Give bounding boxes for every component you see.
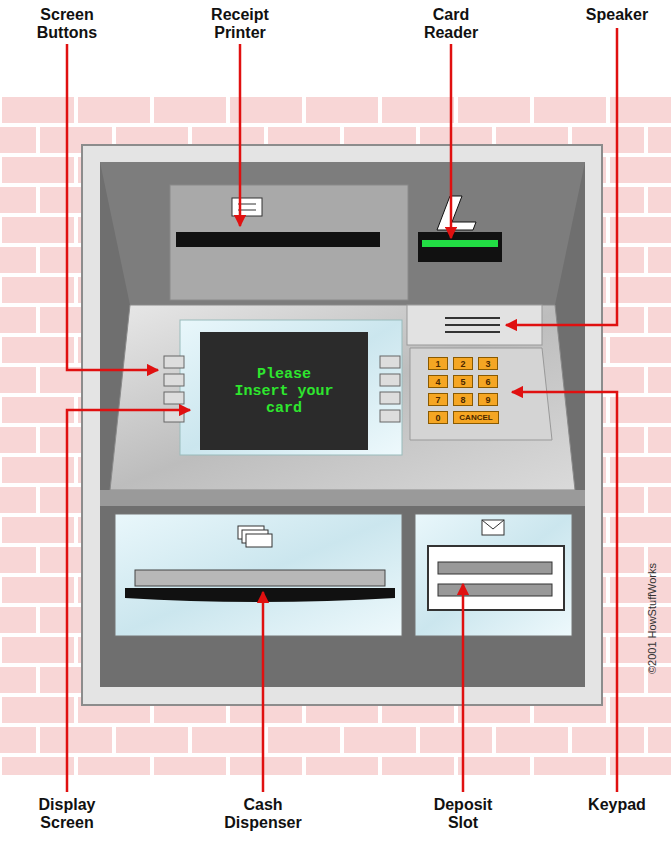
keypad-key: 2	[453, 357, 473, 370]
brick-wall	[0, 95, 671, 775]
cash-panel	[115, 514, 402, 636]
part-label: Speaker	[572, 6, 662, 24]
atm-recess	[100, 162, 585, 687]
part-label: Keypad	[572, 796, 662, 814]
screen-button	[380, 374, 400, 386]
deposit-frame	[428, 546, 564, 610]
leader-line	[67, 410, 190, 792]
leader-line	[450, 44, 453, 238]
card-reader-light	[422, 240, 498, 247]
keypad-key: 8	[453, 393, 473, 406]
key-label: 3	[485, 359, 490, 369]
card-icon	[437, 196, 476, 230]
leader-line	[239, 44, 242, 226]
keypad-key: 7	[428, 393, 448, 406]
receipt-slot	[176, 232, 380, 247]
grille-line	[445, 331, 500, 333]
keypad-key: 9	[478, 393, 498, 406]
keypad-key: 0	[428, 411, 448, 424]
screen-button	[380, 356, 400, 368]
keypad-key: 4	[428, 375, 448, 388]
display-screen: Please Insert your card	[200, 332, 368, 450]
part-label: Screen Buttons	[22, 6, 112, 42]
key-label: 6	[485, 377, 490, 387]
part-label: Display Screen	[22, 796, 112, 832]
key-label: 0	[435, 413, 440, 423]
envelope-body	[482, 520, 504, 535]
keypad-key: 5	[453, 375, 473, 388]
deposit-slot-bar	[438, 584, 552, 596]
screen-button	[164, 356, 184, 368]
receipt-icon	[232, 198, 262, 216]
envelope-icon	[482, 520, 504, 535]
keypad-key: 6	[478, 375, 498, 388]
cash-slot	[135, 570, 385, 586]
screen-button	[164, 392, 184, 404]
leader-line	[506, 28, 617, 325]
leader-lines	[67, 28, 617, 792]
console	[110, 305, 575, 490]
grille-line	[445, 317, 500, 319]
cancel-key: CANCEL	[453, 411, 499, 424]
cash-lip	[125, 588, 395, 602]
part-label: Deposit Slot	[418, 796, 508, 832]
keypad-key: 1	[428, 357, 448, 370]
key-label: 5	[460, 377, 465, 387]
screen-bezel	[180, 320, 402, 455]
deposit-slot-bar	[438, 562, 552, 574]
card-reader-body	[418, 232, 502, 262]
screen-message: Please Insert your card	[234, 366, 334, 417]
leader-line	[262, 592, 265, 792]
leader-line	[462, 584, 465, 792]
atm-hood	[100, 162, 585, 305]
leader-line	[67, 44, 158, 370]
grille-line	[445, 324, 500, 326]
bill	[246, 534, 272, 547]
part-label: Receipt Printer	[195, 6, 285, 42]
card-icon-shape	[437, 196, 476, 230]
cash-icon	[238, 526, 272, 547]
screen-button	[164, 374, 184, 386]
atm-frame	[82, 145, 602, 705]
key-label: 7	[435, 395, 440, 405]
key-label: 2	[460, 359, 465, 369]
part-label: Cash Dispenser	[218, 796, 308, 832]
key-label: 1	[435, 359, 440, 369]
console-shelf	[100, 490, 585, 506]
key-label: CANCEL	[459, 413, 492, 423]
screen-button	[380, 392, 400, 404]
speaker-grille	[445, 318, 500, 332]
keypad-panel	[410, 348, 552, 440]
key-label: 4	[435, 377, 440, 387]
screen-button	[164, 410, 184, 422]
keypad-key: 3	[478, 357, 498, 370]
receipt-icon-paper	[232, 198, 262, 216]
receipt-panel	[170, 185, 408, 300]
key-label: 9	[485, 395, 490, 405]
key-label: 8	[460, 395, 465, 405]
leader-line	[512, 392, 617, 792]
envelope-flap	[482, 520, 504, 529]
copyright-note: ©2001 HowStuffWorks	[646, 539, 659, 699]
part-label: Card Reader	[406, 6, 496, 42]
deposit-panel	[415, 514, 572, 636]
screen-button	[380, 410, 400, 422]
